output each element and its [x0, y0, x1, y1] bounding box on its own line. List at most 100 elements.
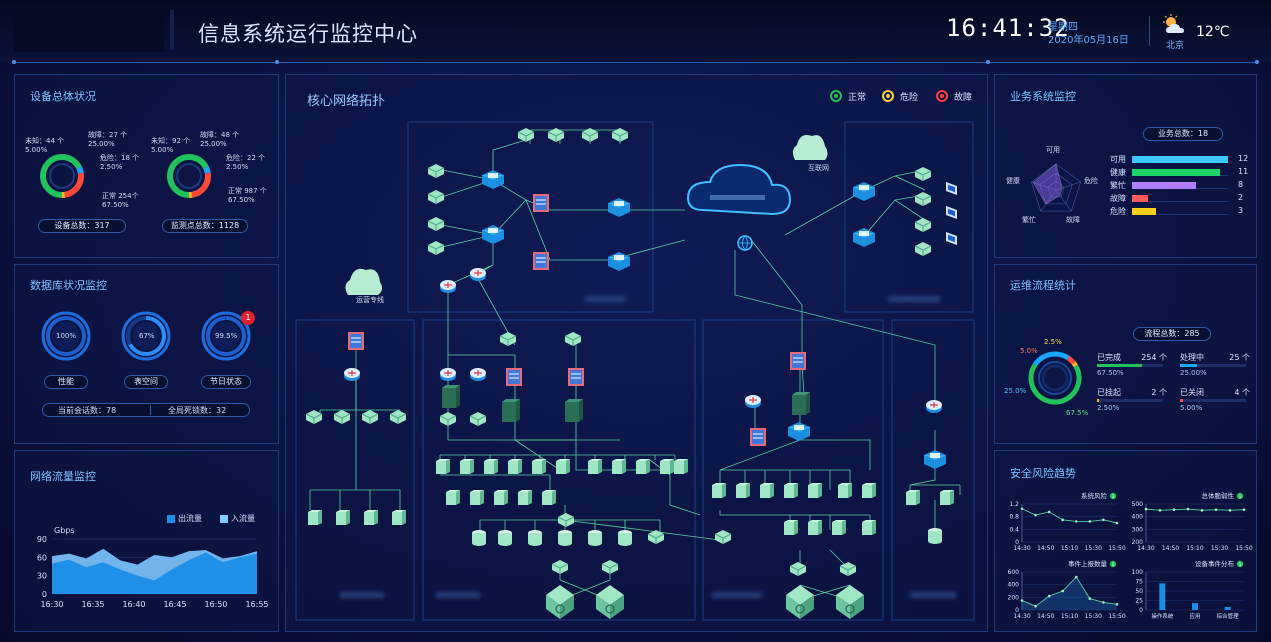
y-tick-label: 50	[1135, 588, 1143, 595]
workflow-item-name: 已完成	[1097, 353, 1121, 362]
workflow-item-pct: 25.00%	[1180, 369, 1207, 377]
x-tick-label: 15:10	[1061, 545, 1078, 552]
gauge-node-status-label: 节日状态	[201, 375, 251, 389]
security-title: 安全风险趋势	[1010, 467, 1076, 480]
device-donut-right	[167, 154, 211, 198]
data-point	[1020, 507, 1024, 511]
y-tick-label: 90	[37, 535, 47, 544]
data-point	[1102, 518, 1105, 522]
data-point	[1186, 507, 1190, 511]
business-bar-value: 11	[1238, 167, 1249, 176]
blurred-label	[712, 592, 762, 598]
workflow-item-pct: 2.50%	[1097, 404, 1120, 412]
business-bar-value: 8	[1238, 180, 1244, 189]
y-tick-label: 300	[1132, 526, 1144, 533]
security-panel	[994, 450, 1257, 632]
mini-chart-title: 事件上报数量	[1068, 559, 1108, 568]
blurred-label	[585, 296, 625, 302]
workflow-item-pct: 67.50%	[1097, 369, 1124, 377]
data-point	[1034, 604, 1037, 608]
workflow-item-count: 2 个	[1151, 388, 1167, 397]
workflow-item-track	[1097, 364, 1163, 367]
business-bar	[1132, 195, 1148, 202]
legend-in-swatch	[220, 515, 228, 523]
x-tick-label: 15:10	[1186, 545, 1203, 552]
left-normal-label: 正常 254个	[102, 192, 139, 200]
data-point	[1074, 520, 1078, 523]
y-tick-label: 200	[1008, 594, 1020, 601]
x-tick-label: 16:40	[122, 600, 145, 609]
legend-normal-label: 正常	[848, 93, 867, 103]
data-point	[1034, 513, 1037, 517]
data-point	[1061, 518, 1065, 522]
business-bar	[1132, 208, 1156, 215]
y-tick-label: 75	[1135, 579, 1143, 586]
corner-dot	[1255, 60, 1259, 64]
page-title: 信息系统运行监控中心	[198, 22, 418, 46]
corner-dot	[275, 60, 279, 64]
y-tick-label: 1.2	[1009, 501, 1019, 508]
legend-out-swatch	[167, 515, 175, 523]
network-topology-diagram	[295, 121, 975, 621]
business-bar-label: 故障	[1110, 194, 1126, 203]
y-tick-label: 200	[1132, 539, 1144, 546]
y-tick-label: 60	[37, 553, 47, 562]
data-point	[1102, 601, 1105, 604]
clock: 16:41:32	[946, 14, 1070, 42]
business-bar-value: 3	[1238, 206, 1244, 215]
mini-chart-badge	[1236, 560, 1244, 568]
business-bar	[1132, 182, 1196, 189]
data-point	[1047, 510, 1051, 514]
temperature: 12℃	[1196, 24, 1230, 40]
x-tick-label: 14:30	[1013, 545, 1030, 552]
data-point	[1115, 521, 1119, 525]
x-tick-label: 15:50	[1235, 545, 1252, 552]
workflow-item-fill	[1180, 364, 1197, 367]
business-bar-label: 繁忙	[1110, 181, 1126, 190]
session-count: 当前会话数：78	[58, 406, 117, 415]
right-fault-label: 故障：48 个	[200, 131, 240, 139]
x-tick-label: 15:50	[1108, 613, 1125, 620]
header-bar	[0, 0, 1271, 62]
radar-axis	[1031, 181, 1057, 191]
traffic-title: 网络流量监控	[30, 470, 96, 483]
x-tick-label: 14:50	[1162, 545, 1179, 552]
ring-label-processing: 25.0%	[1004, 387, 1027, 395]
x-tick-label: 16:45	[163, 600, 186, 609]
gauge-node-status-value: 99.5%	[215, 332, 238, 340]
series-line	[1021, 576, 1118, 607]
y-tick-label: 0.4	[1009, 526, 1019, 533]
workflow-title: 运维流程统计	[1010, 279, 1076, 292]
alert-badge[interactable]: 1	[241, 311, 255, 325]
radar-area	[1032, 163, 1063, 205]
business-bar-track	[1132, 208, 1228, 215]
series-line	[1021, 508, 1118, 524]
legend-danger-label: 危险	[900, 93, 919, 103]
workflow-panel	[994, 264, 1257, 444]
workflow-item-name: 已关闭	[1180, 388, 1204, 397]
radar-grid	[1039, 172, 1073, 205]
workflow-item-count: 254 个	[1141, 353, 1167, 362]
blurred-label	[910, 592, 956, 598]
legend-danger-icon	[882, 90, 894, 102]
y-tick-label: 0	[1015, 607, 1019, 614]
workflow-item-track	[1180, 364, 1246, 367]
workflow-item-fill	[1097, 364, 1142, 367]
left-danger-pct: 2.50%	[100, 163, 123, 171]
mini-chart-badge-text: 1	[1112, 562, 1115, 568]
y-tick-label: 600	[1008, 569, 1020, 576]
x-tick-label: 16:30	[40, 600, 63, 609]
y-tick-label: 0	[42, 590, 47, 599]
data-point	[1020, 599, 1024, 602]
header-divider	[170, 10, 174, 50]
workflow-item-track	[1180, 399, 1246, 402]
business-bar-label: 危险	[1110, 207, 1126, 216]
data-point	[1242, 508, 1246, 511]
x-tick-label: 综合管理	[1217, 612, 1240, 620]
